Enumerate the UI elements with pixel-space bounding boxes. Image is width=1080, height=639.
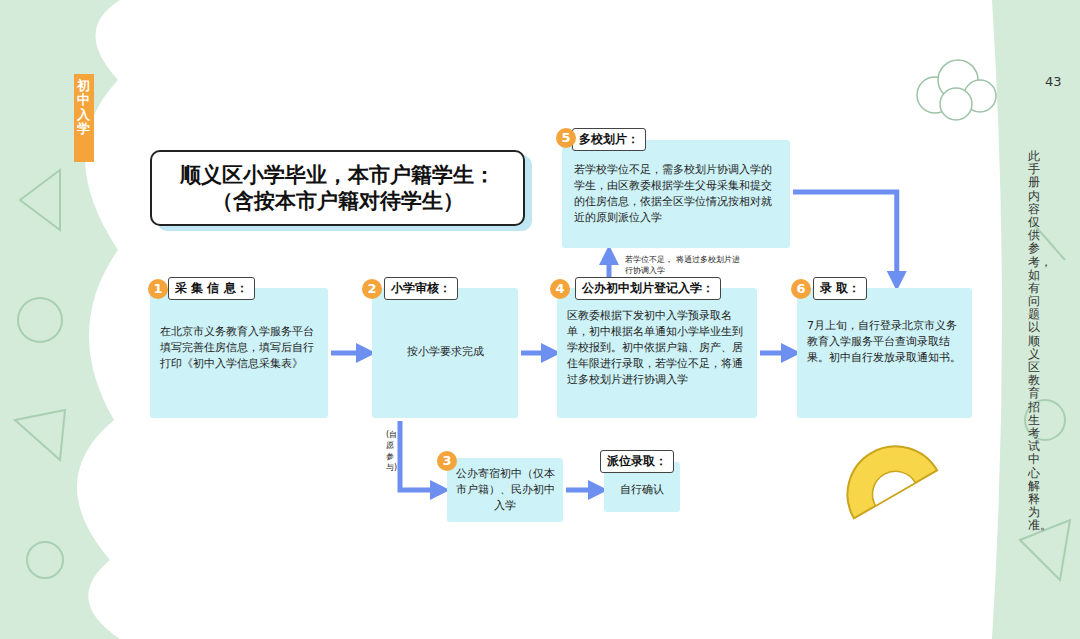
box-heading: 采 集 信 息：	[168, 277, 255, 300]
flow-arrow	[521, 351, 553, 356]
page-sheet	[77, 0, 1002, 639]
process-box: 小学审核：按小学要求完成	[372, 288, 518, 418]
box-text: 在北京市义务教育入学服务平台填写完善住房信息，填写后自行打印《初中入学信息采集表…	[160, 324, 318, 372]
box-text: 7月上旬，自行登录北京市义务教育入学服务平台查询录取结果。初中自行发放录取通知书…	[807, 318, 962, 366]
box-heading: 录 取：	[813, 277, 867, 300]
section-tab	[74, 74, 94, 162]
edge-label: 若学位不足， 将通过多校划片进行协调入学	[623, 254, 747, 276]
process-box: 公办初中划片登记入学：区教委根据下发初中入学预录取名单，初中根据名单通知小学毕业…	[557, 288, 757, 418]
callout-number: 6	[791, 279, 811, 299]
section-tab-text: 初中入学	[77, 79, 90, 136]
box-text: 自行确认	[608, 482, 676, 498]
doodles	[15, 170, 1070, 580]
box-text: 若学校学位不足，需多校划片协调入学的学生，由区教委根据学生父母采集和提交的住房信…	[574, 162, 778, 226]
process-box: 公办寄宿初中（仅本市户籍）、民办初中入学	[447, 458, 563, 522]
callout-number: 2	[362, 279, 382, 299]
box-heading: 公办初中划片登记入学：	[575, 277, 721, 300]
callout-number: 1	[148, 279, 168, 299]
box-heading: 小学审核：	[384, 277, 458, 300]
flow-arrow	[400, 421, 442, 490]
box-text: 按小学要求完成	[382, 344, 508, 360]
box-text: 公办寄宿初中（仅本市户籍）、民办初中入学	[455, 466, 555, 514]
box-text: 区教委根据下发初中入学预录取名单，初中根据名单通知小学毕业生到学校报到。初中依据…	[567, 308, 747, 388]
process-box: 录 取：7月上旬，自行登录北京市义务教育入学服务平台查询录取结果。初中自行发放录…	[797, 288, 972, 418]
box-heading: 多校划片：	[572, 128, 646, 151]
flow-arrow	[566, 488, 600, 493]
process-box: 多校划片：若学校学位不足，需多校划片协调入学的学生，由区教委根据学生父母采集和提…	[562, 140, 790, 248]
disclaimer: 此手册内容仅供参考，如有问题以顺义区教育招生考试中心解释为准。	[1028, 150, 1040, 532]
flow-arrow	[331, 351, 368, 356]
title-box: 顺义区小学毕业，本市户籍学生： （含按本市户籍对待学生）	[150, 150, 525, 226]
edge-label: (自愿参与)	[384, 429, 396, 473]
page-number: 43	[1045, 74, 1062, 89]
protractor	[830, 429, 937, 519]
process-box: 采 集 信 息：在北京市义务教育入学服务平台填写完善住房信息，填写后自行打印《初…	[150, 288, 328, 418]
callout-number: 3	[437, 451, 457, 471]
callout-number: 4	[550, 279, 570, 299]
cloud	[917, 60, 996, 120]
flow-arrow	[760, 351, 793, 356]
callout-number: 5	[556, 128, 576, 148]
flow-arrow	[793, 192, 897, 283]
result-box: 派位录取：自行确认	[604, 462, 680, 512]
box-heading: 派位录取：	[600, 450, 674, 473]
title: 顺义区小学毕业，本市户籍学生： （含按本市户籍对待学生）	[164, 162, 511, 214]
